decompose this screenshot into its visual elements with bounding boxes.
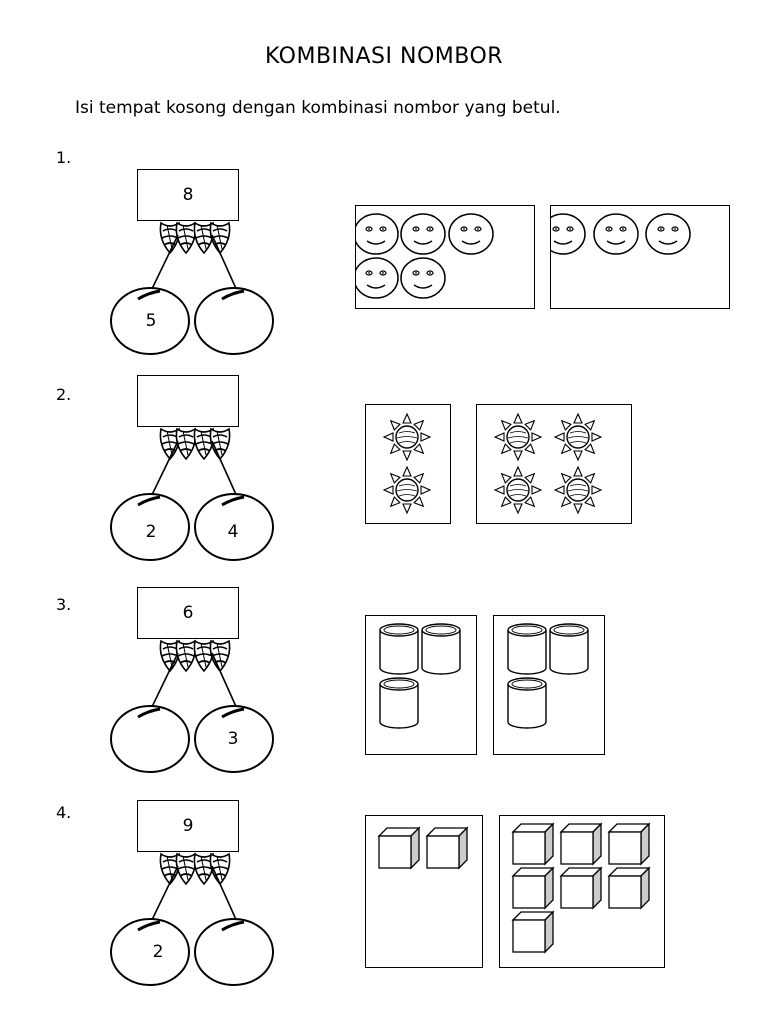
total-box[interactable] <box>137 375 239 427</box>
cherry-diagram-icon <box>110 639 274 773</box>
cherry-diagram-icon <box>110 852 274 986</box>
total-box[interactable]: 9 <box>137 800 239 852</box>
left-part[interactable]: 2 <box>152 942 164 962</box>
cube-icon <box>377 826 469 870</box>
picture-group-b <box>476 404 632 524</box>
right-part[interactable]: 3 <box>227 729 239 749</box>
picture-group-a <box>365 404 451 524</box>
picture-group-b <box>493 615 605 755</box>
picture-group-a <box>365 615 477 755</box>
question-number: 3. <box>56 595 72 614</box>
sun-icon <box>382 412 432 515</box>
right-part[interactable]: 4 <box>227 522 239 542</box>
question-number: 2. <box>56 385 72 404</box>
worksheet-title: KOMBINASI NOMBOR <box>264 44 504 69</box>
smiley-face-icon <box>551 213 691 255</box>
picture-group-b <box>550 205 730 309</box>
picture-group-b <box>499 815 665 968</box>
total-box[interactable]: 6 <box>137 587 239 639</box>
cherry-diagram-icon <box>110 427 274 561</box>
picture-group-a <box>355 205 535 309</box>
question-number: 1. <box>56 148 72 167</box>
cylinder-icon <box>507 623 589 729</box>
worksheet-instruction: Isi tempat kosong dengan kombinasi nombo… <box>75 98 561 118</box>
picture-group-a <box>365 815 483 968</box>
cube-icon <box>511 822 651 954</box>
left-part[interactable]: 5 <box>145 311 157 331</box>
cherry-diagram-icon <box>110 221 274 355</box>
total-box[interactable]: 8 <box>137 169 239 221</box>
sun-icon <box>493 412 603 515</box>
cylinder-icon <box>379 623 461 729</box>
left-part[interactable]: 2 <box>145 522 157 542</box>
question-number: 4. <box>56 803 72 822</box>
smiley-face-icon <box>356 213 494 299</box>
